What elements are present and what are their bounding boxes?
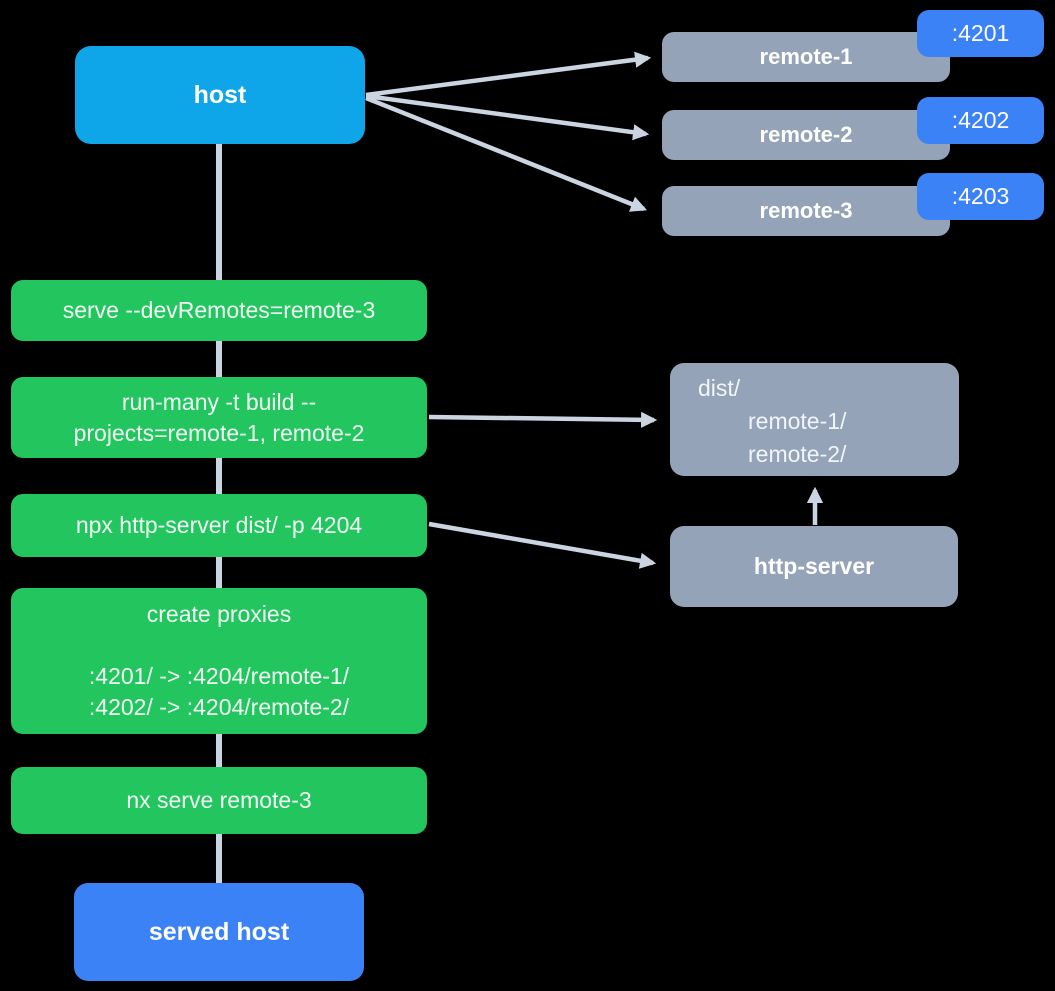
step-create-proxies-rule-1: :4201/ -> :4204/remote-1/	[88, 663, 350, 689]
step-npx-http-server: npx http-server dist/ -p 4204	[11, 494, 427, 557]
port-badge-4202: :4202	[917, 97, 1044, 144]
dist-folder-remote-2: remote-2/	[748, 441, 847, 467]
step-serve-devremotes: serve --devRemotes=remote-3	[11, 280, 427, 341]
remote-3-label: remote-3	[759, 198, 853, 223]
http-server-label: http-server	[753, 553, 875, 579]
step-serve-devremotes-text: serve --devRemotes=remote-3	[62, 297, 376, 323]
arrow-build-to-dist	[428, 411, 658, 428]
port-badge-4202-label: :4202	[951, 107, 1010, 133]
port-badge-4203: :4203	[917, 173, 1044, 220]
step-npx-http-server-text: npx http-server dist/ -p 4204	[75, 512, 363, 538]
served-host-label: served host	[148, 917, 290, 946]
port-badge-4201-label: :4201	[951, 20, 1010, 46]
step-nx-serve-remote-3-text: nx serve remote-3	[126, 787, 312, 813]
step-run-many-build-line-1: run-many -t build --	[121, 388, 317, 415]
dist-folder-remote-1: remote-1/	[748, 408, 847, 434]
http-server-node: http-server	[670, 526, 958, 607]
port-badge-4201: :4201	[917, 10, 1044, 57]
step-run-many-build-line-2: projects=remote-1, remote-2	[73, 419, 365, 446]
remote-2-label: remote-2	[759, 122, 853, 147]
host-label: host	[193, 80, 247, 109]
remote-1-node: remote-1	[662, 32, 950, 82]
remote-1-label: remote-1	[759, 44, 853, 69]
served-host-node: served host	[74, 883, 364, 981]
step-create-proxies: create proxies :4201/ -> :4204/remote-1/…	[11, 588, 427, 734]
host-node: host	[75, 46, 365, 144]
port-badge-4203-label: :4203	[951, 183, 1010, 209]
step-create-proxies-title: create proxies	[146, 601, 292, 627]
remote-3-node: remote-3	[662, 186, 950, 236]
dist-folder-root: dist/	[698, 375, 741, 401]
arrow-host-to-remote-2	[365, 93, 650, 141]
arrow-host-to-remote-3	[365, 95, 648, 212]
step-nx-serve-remote-3: nx serve remote-3	[11, 767, 427, 834]
step-create-proxies-rule-2: :4202/ -> :4204/remote-2/	[88, 694, 350, 720]
step-run-many-build: run-many -t build -- projects=remote-1, …	[11, 377, 427, 458]
arrow-host-to-remote-1	[365, 51, 652, 98]
arrow-npx-to-http-server	[428, 521, 657, 569]
remote-2-node: remote-2	[662, 110, 950, 160]
dist-folder-node: dist/ remote-1/ remote-2/	[670, 363, 959, 476]
